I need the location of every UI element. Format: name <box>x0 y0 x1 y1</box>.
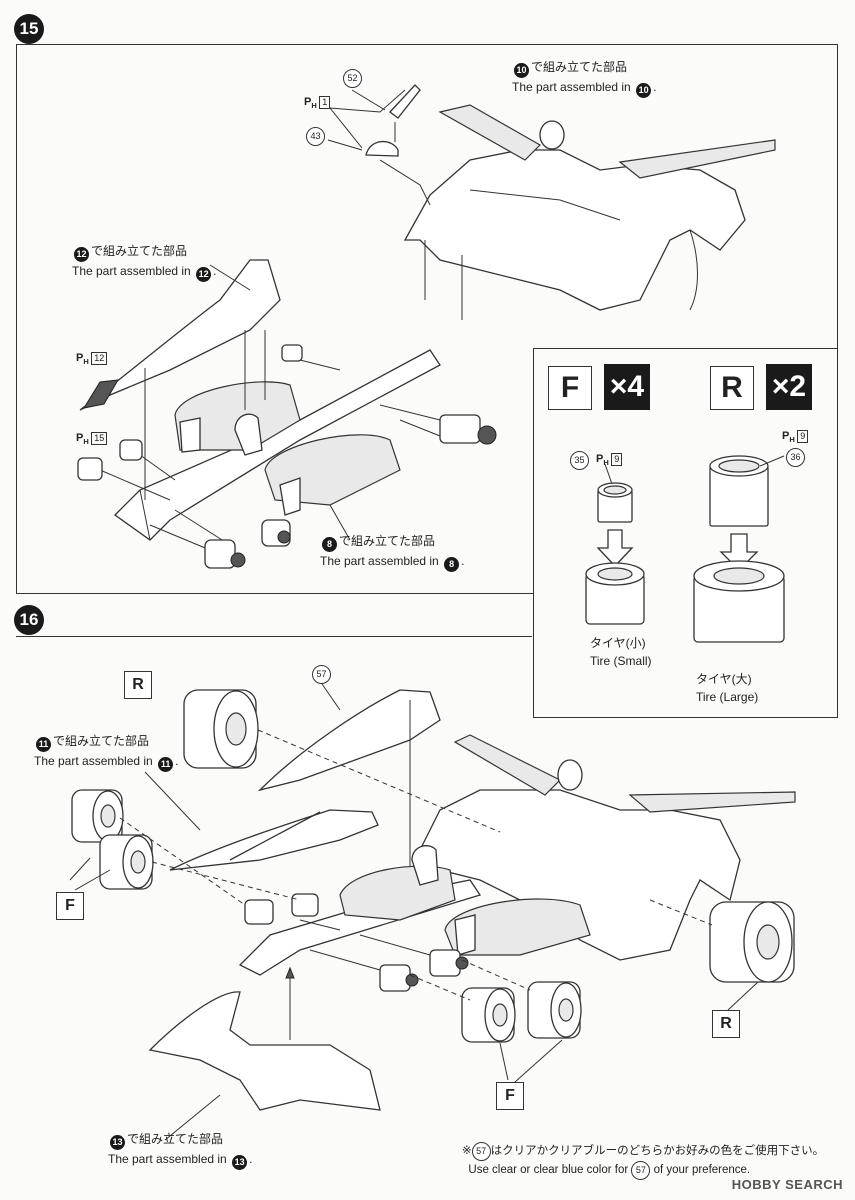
plating-label-9-small: PH 9 <box>596 453 623 467</box>
front-suspension-16 <box>244 893 469 992</box>
rear-wheel-left <box>183 689 259 769</box>
part-57-canopy <box>257 689 441 792</box>
arrow-small <box>596 529 634 567</box>
part-number-57: 57 <box>312 665 331 684</box>
front-suspension <box>77 439 291 569</box>
part-number-43: 43 <box>306 127 325 146</box>
part-number-36: 36 <box>786 448 805 467</box>
intake-pod <box>539 120 565 150</box>
small-tire <box>585 562 645 625</box>
driver-figure <box>234 413 263 456</box>
side-pod-left <box>174 381 301 451</box>
rear-tire-count: ×2 <box>766 364 812 410</box>
step-16-badge: 16 <box>14 605 44 635</box>
rear-wing-16 <box>628 791 796 813</box>
step-15-frame <box>16 44 838 594</box>
part-number-35: 35 <box>570 451 589 470</box>
rear-tire-label: R <box>710 366 754 410</box>
step-15-badge: 15 <box>14 14 44 44</box>
rear-tire-marker-right: R <box>712 1010 740 1038</box>
plating-label-15: PH 15 <box>76 432 108 446</box>
plating-label-1: PH 1 <box>304 96 331 110</box>
rear-wing <box>618 139 776 179</box>
tire-large-caption: タイヤ(大)Tire (Large) <box>696 672 759 704</box>
rear-suspension <box>281 344 497 445</box>
front-tire-count: ×4 <box>604 364 650 410</box>
large-wheel-hub <box>709 455 769 527</box>
front-wheels-bottom <box>461 981 582 1043</box>
part-11-cover <box>169 809 379 871</box>
chassis-frame <box>113 349 441 541</box>
front-wheels-left <box>71 789 154 890</box>
part-52-shape <box>389 84 421 119</box>
front-tire-label: F <box>548 366 592 410</box>
large-tire <box>693 560 785 643</box>
part-number-52: 52 <box>343 69 362 88</box>
step-16-frame <box>16 636 532 638</box>
plating-label-12: PH 12 <box>76 352 108 366</box>
rear-tire-marker-top: R <box>124 671 152 699</box>
part-43-shape <box>365 140 399 157</box>
front-tire-marker-bottom: F <box>496 1082 524 1110</box>
rear-wheel-right <box>709 901 795 983</box>
small-wheel-hub <box>597 482 633 523</box>
plating-label-9-large: PH 9 <box>782 430 809 444</box>
tire-small-caption: タイヤ(小)Tire (Small) <box>590 636 652 668</box>
part-13-undertray <box>148 991 381 1111</box>
front-wing-upper <box>438 104 541 161</box>
front-tire-marker-left: F <box>56 892 84 920</box>
watermark: HOBBY SEARCH <box>731 1177 843 1192</box>
